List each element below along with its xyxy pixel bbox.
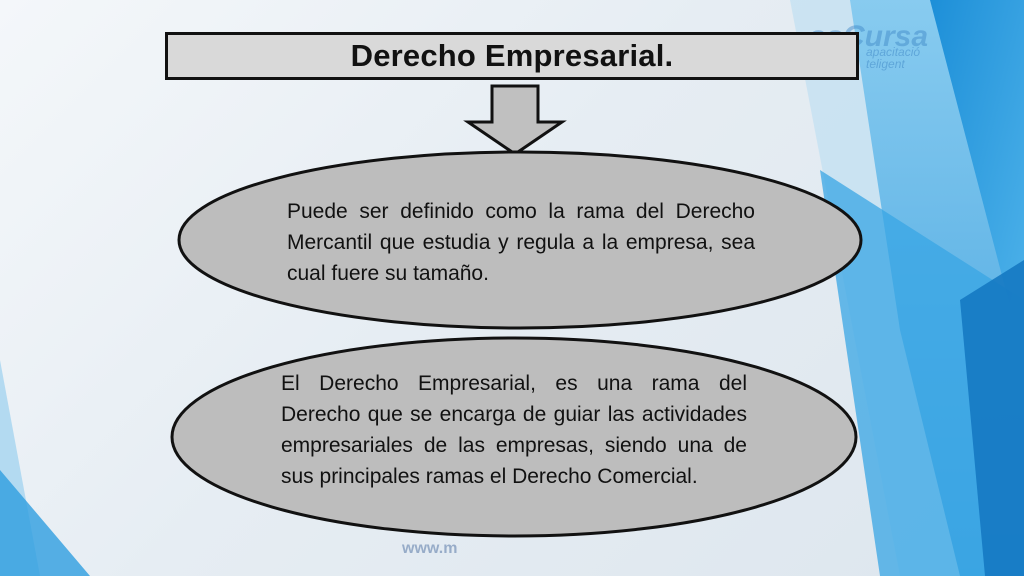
watermark-url: www.m (402, 540, 458, 557)
watermark-tagline-line-1: apacitació (866, 45, 921, 59)
watermark-tagline-line-2: teligent (866, 57, 905, 71)
down-arrow-icon (463, 84, 567, 156)
oval-2 (170, 336, 858, 538)
oval-2-text: El Derecho Empresarial, es una rama del … (281, 372, 747, 488)
watermark-tagline: apacitació teligent (866, 46, 920, 70)
title-text: Derecho Empresarial. (350, 38, 674, 73)
title-box: Derecho Empresarial. (165, 32, 859, 80)
oval-1-text: Puede ser definido como la rama del Dere… (287, 200, 755, 285)
oval-1 (177, 150, 863, 330)
